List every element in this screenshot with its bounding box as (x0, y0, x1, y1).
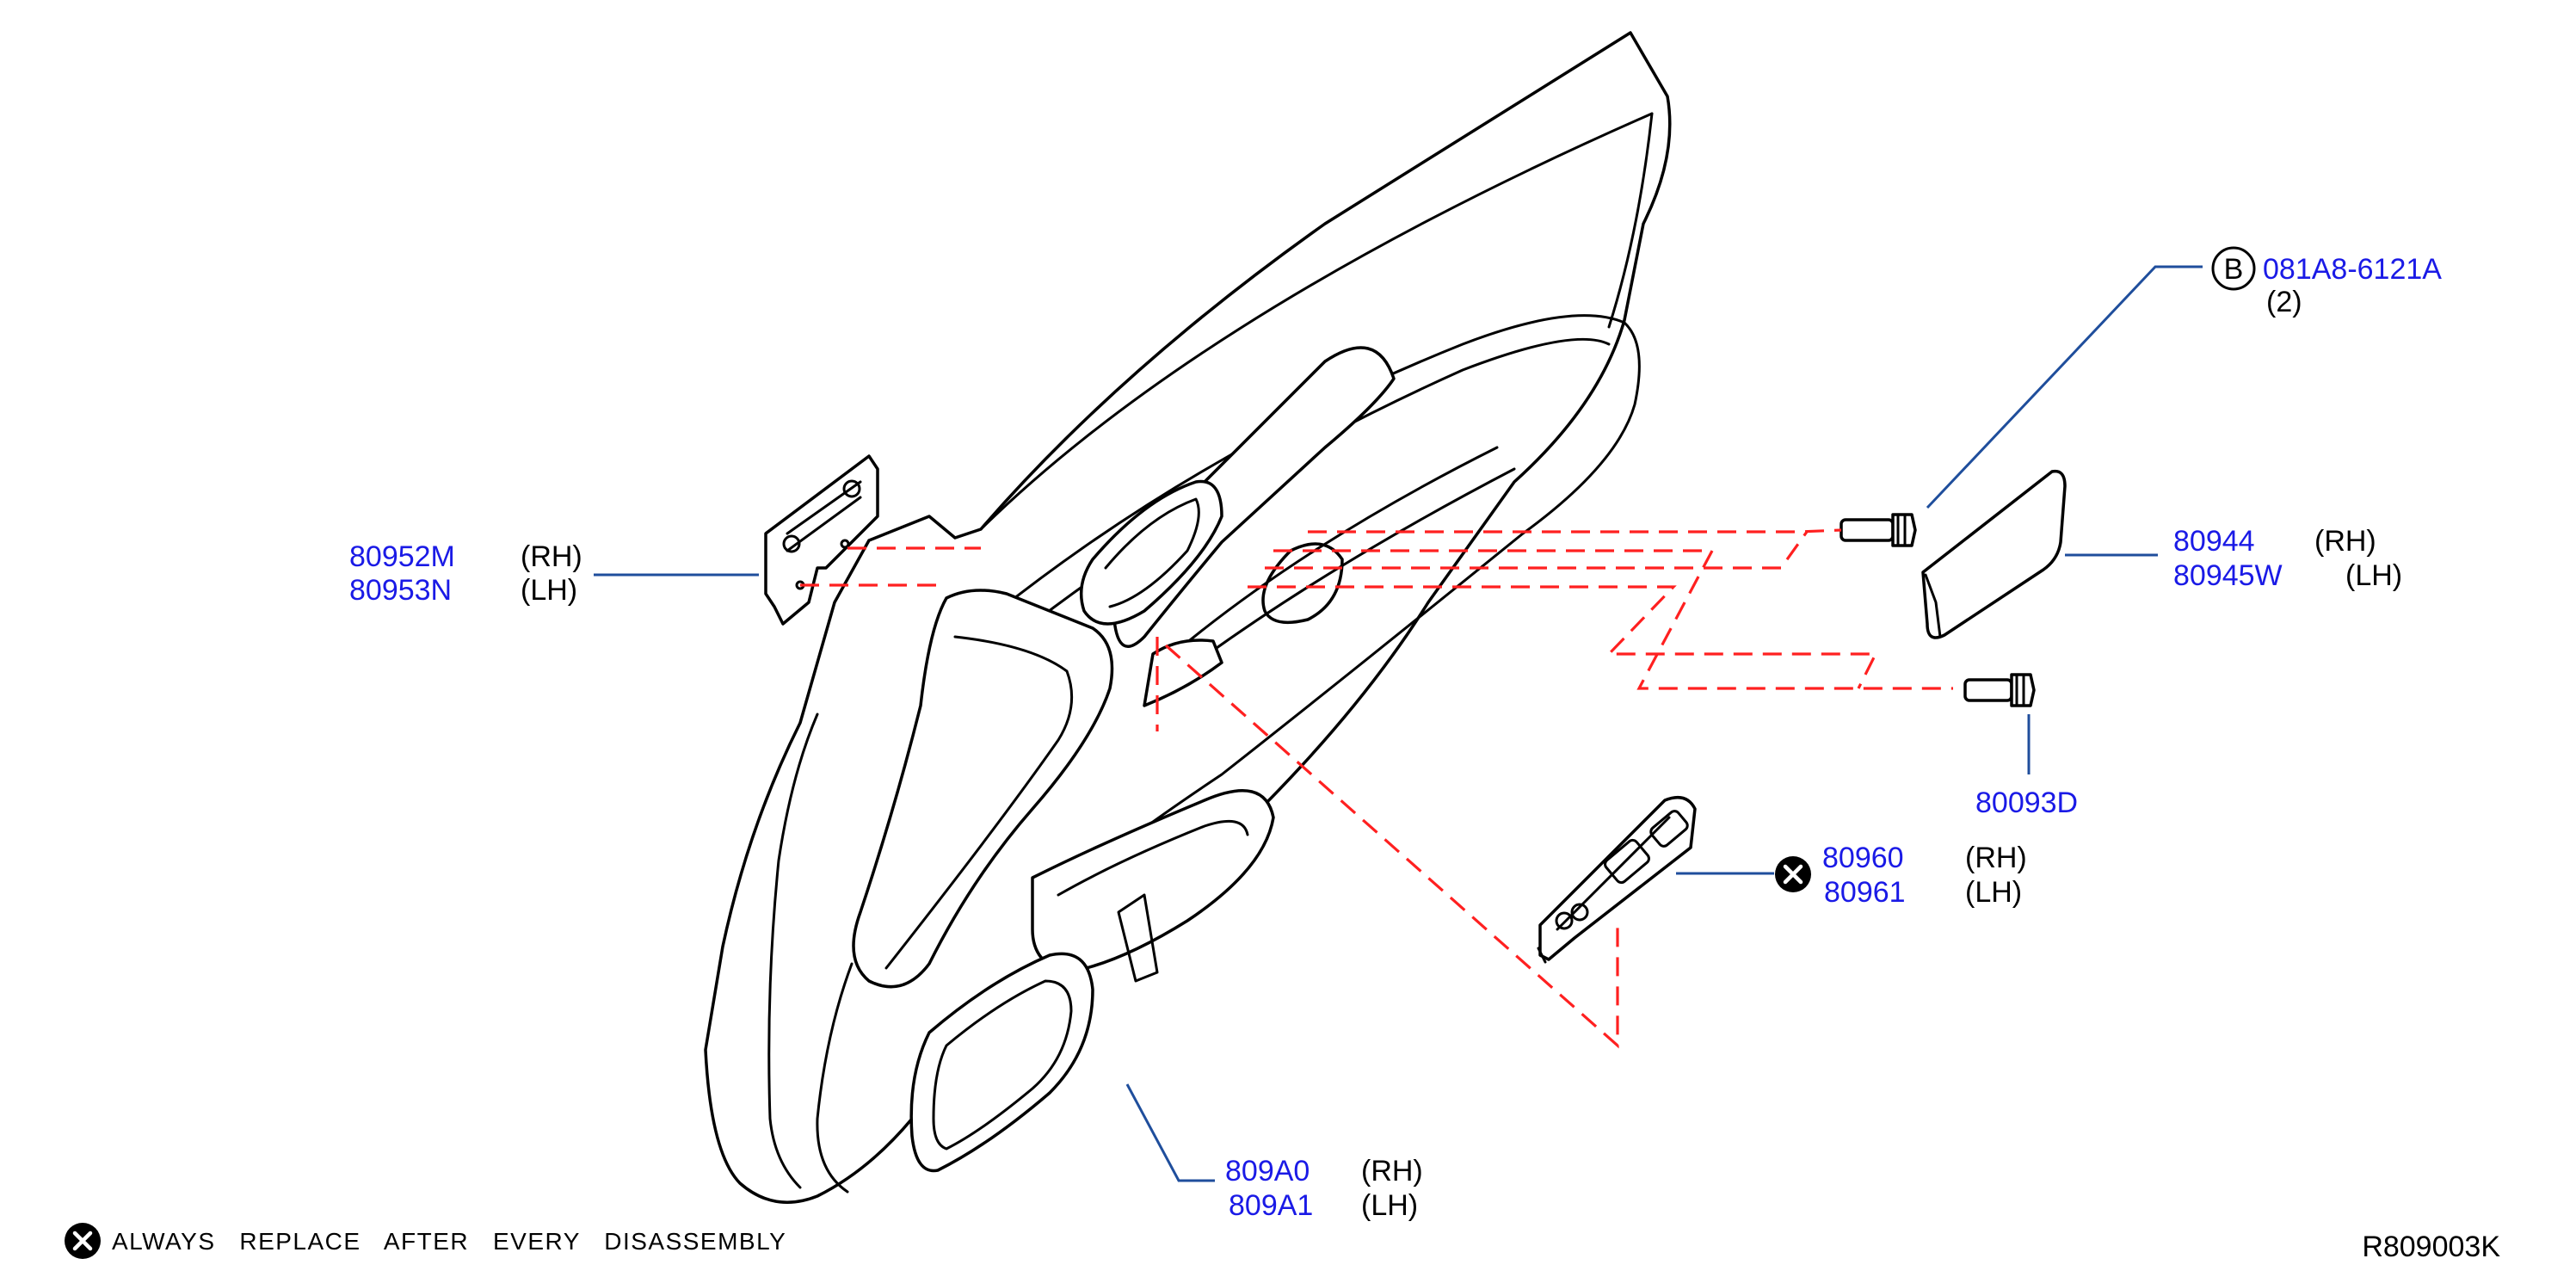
switch-finisher-side-rh: (RH) (1965, 842, 2027, 874)
replace-x-icon-cross (1783, 864, 1803, 885)
callout-b-quantity: (2) (2266, 286, 2302, 318)
door-trim-side-rh: (RH) (1361, 1155, 1423, 1188)
callout-door-trim: 809A0 (RH) 809A1 (LH) (1225, 1155, 1423, 1222)
switch-finisher-part-number-lh: 80961 (1824, 876, 1906, 909)
door-trim-part-number-lh: 809A1 (1229, 1189, 1313, 1222)
footnote-text: ALWAYS REPLACE AFTER EVERY DISASSEMBLY (112, 1228, 786, 1255)
callout-switch-finisher: 80960 (RH) 80961 (LH) (1775, 842, 2027, 909)
diagram-reference-code: R809003K (2362, 1231, 2500, 1263)
pull-cover-part-number-rh: 80944 (2173, 525, 2255, 558)
door-trim-panel (704, 31, 1672, 1205)
bracket-side-rh: (RH) (521, 540, 582, 573)
clip-part-number: 80093D (1975, 787, 2078, 819)
pull-cover-part-number-lh: 80945W (2173, 559, 2283, 592)
door-trim-side-lh: (LH) (1361, 1189, 1418, 1222)
pull-cover-part (1921, 469, 2067, 639)
door-trim-part-number-rh: 809A0 (1225, 1155, 1310, 1188)
bracket-part-number-lh: 80953N (349, 574, 452, 607)
callout-clip: 80093D (1975, 787, 2078, 819)
callout-b: B 081A8-6121A (2) (2211, 246, 2442, 318)
pull-cover-side-rh: (RH) (2314, 525, 2376, 558)
bolt-b-part (1840, 513, 1917, 547)
leader-lines (594, 265, 2203, 1182)
assembly-lines (800, 528, 1953, 1049)
switch-finisher-part-number-rh: 80960 (1822, 842, 1904, 874)
clip-part (1963, 673, 2036, 707)
switch-finisher-side-lh: (LH) (1965, 876, 2022, 909)
x-circle-icon-cross (72, 1231, 93, 1251)
bracket-part-number-rh: 80952M (349, 540, 455, 573)
callout-b-part-number: 081A8-6121A (2263, 253, 2442, 286)
bracket-side-lh: (LH) (521, 574, 577, 607)
callout-pull-cover: 80944 (RH) 80945W (LH) (2173, 525, 2402, 592)
switch-finisher-part (1537, 795, 1697, 964)
footnote: ALWAYS REPLACE AFTER EVERY DISASSEMBLY (65, 1223, 786, 1259)
bracket-part (764, 454, 879, 626)
callout-bracket: 80952M (RH) 80953N (LH) (349, 540, 582, 607)
callout-b-symbol: B (2224, 253, 2244, 286)
pull-cover-side-lh: (LH) (2345, 559, 2402, 592)
